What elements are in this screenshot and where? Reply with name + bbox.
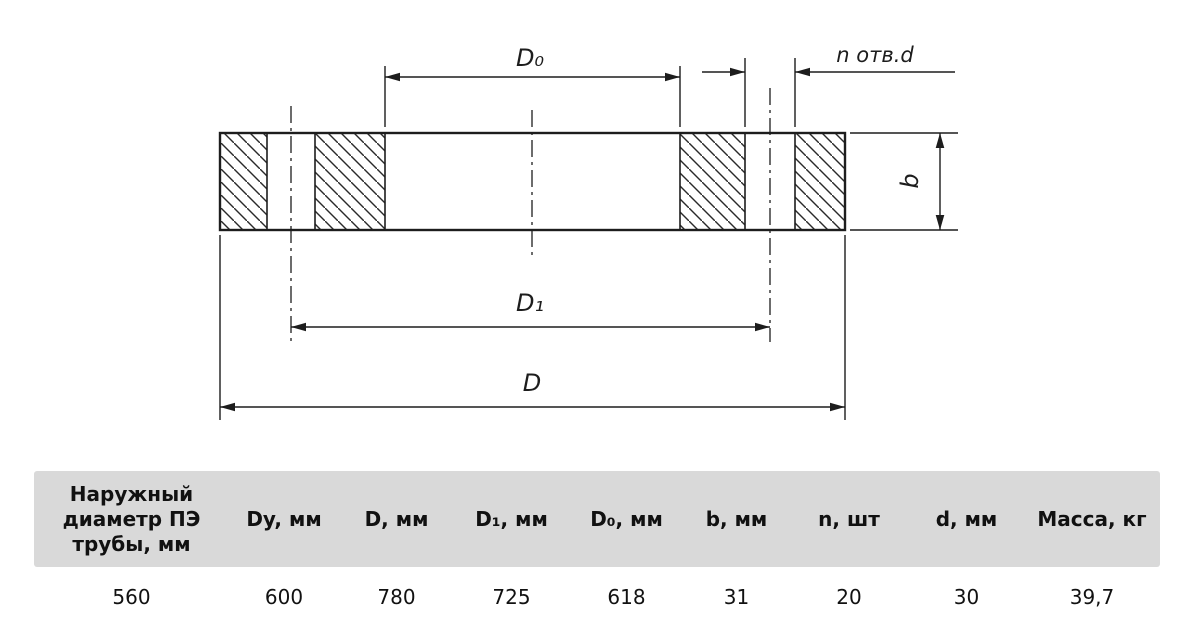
flange-hatch-left-outer: [219, 132, 268, 231]
label-d: D: [523, 369, 541, 397]
value-b: 31: [684, 567, 789, 619]
value-d1: 725: [454, 567, 569, 619]
label-d1: D₁: [516, 289, 544, 317]
value-d-hole: 30: [909, 567, 1024, 619]
value-d0: 618: [569, 567, 684, 619]
dimension-holes: n отв.d: [702, 43, 955, 127]
label-holes: n отв.d: [836, 43, 914, 67]
header-d1: D₁, мм: [454, 471, 569, 567]
header-n: n, шт: [789, 471, 909, 567]
value-d: 780: [339, 567, 454, 619]
dimensions-table: Наружный диаметр ПЭ трубы, мм Dy, мм D, …: [34, 471, 1160, 619]
label-b: b: [896, 173, 924, 188]
value-dy: 600: [229, 567, 339, 619]
flange-hatch-right-inner: [679, 132, 746, 231]
table-header-row: Наружный диаметр ПЭ трубы, мм Dy, мм D, …: [34, 471, 1160, 567]
header-pipe-outer-diameter: Наружный диаметр ПЭ трубы, мм: [34, 471, 229, 567]
table-data-row: 560 600 780 725 618 31 20 30 39,7: [34, 567, 1160, 619]
header-mass: Масса, кг: [1024, 471, 1160, 567]
header-dy: Dy, мм: [229, 471, 339, 567]
header-b: b, мм: [684, 471, 789, 567]
flange-hatch-left-inner: [314, 132, 386, 231]
table-section: Наружный диаметр ПЭ трубы, мм Dy, мм D, …: [34, 471, 1194, 619]
header-d-hole: d, мм: [909, 471, 1024, 567]
centerlines: [290, 88, 771, 342]
value-n: 20: [789, 567, 909, 619]
dimension-d0: D₀: [384, 44, 681, 127]
dimension-d: D: [219, 235, 846, 420]
flange-hatch-right-outer: [794, 132, 846, 231]
flange-section: [218, 131, 847, 232]
value-mass: 39,7: [1024, 567, 1160, 619]
value-pipe-outer-diameter: 560: [34, 567, 229, 619]
dimension-b: b: [850, 132, 958, 231]
header-d0: D₀, мм: [569, 471, 684, 567]
label-d0: D₀: [516, 44, 544, 72]
flange-drawing: D₀ n отв.d b D₁: [218, 43, 958, 420]
dimension-d1: D₁: [291, 289, 770, 332]
header-d: D, мм: [339, 471, 454, 567]
